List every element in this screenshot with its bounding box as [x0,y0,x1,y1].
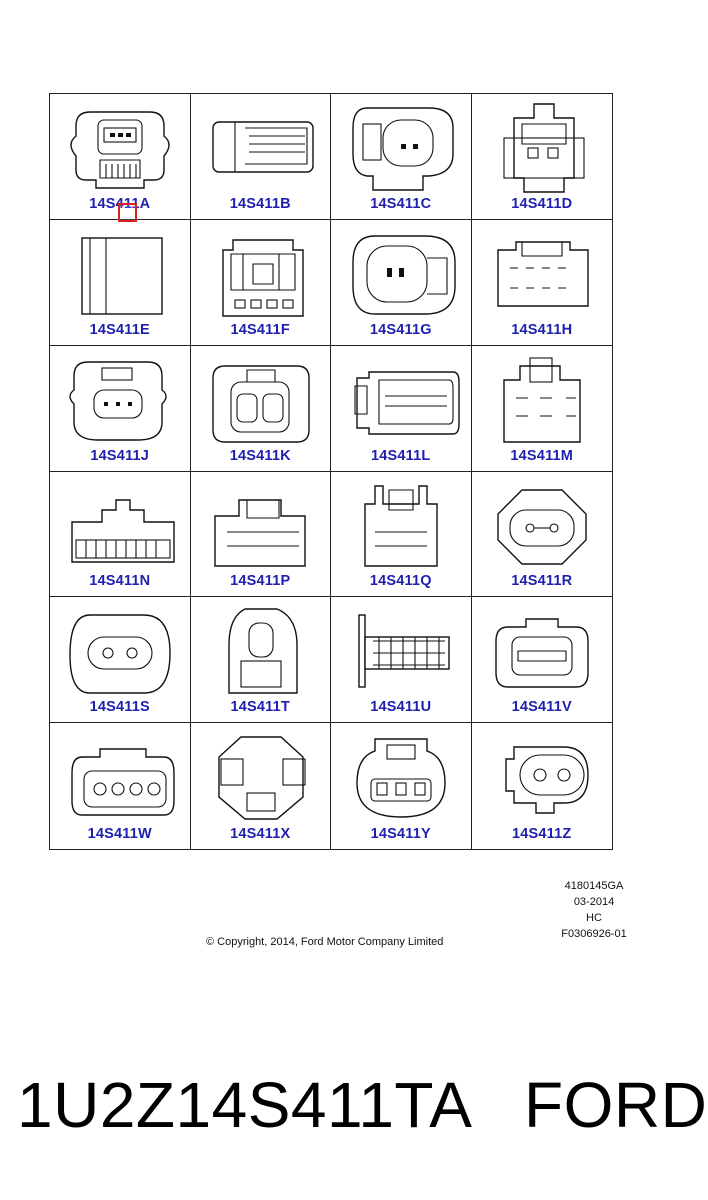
reference-date: 03-2014 [573,896,615,908]
connector-cell: 14S411Y [331,723,472,849]
connector-label: 14S411U [370,699,432,716]
connector-v-icon [494,618,589,689]
connector-label: 14S411H [511,321,573,338]
copyright-notice: © Copyright, 2014, Ford Motor Company Li… [206,936,444,948]
connector-b-icon [211,121,314,173]
reference-figure: F0306926-01 [561,928,627,940]
connector-label: 14S411M [510,447,574,464]
connector-r-icon [496,488,587,565]
connector-f-icon [221,239,304,317]
connector-cell: 14S411W [50,723,191,849]
connector-label: 14S411Z [512,826,572,842]
connector-label: 14S411T [230,699,290,716]
connector-cell: 14S411H [471,220,612,346]
reference-block: 4180145GA 03-2014 HC F0306926-01 [548,878,640,942]
connector-cell: 14S411S [50,597,191,724]
connector-label: 14S411F [230,321,290,338]
connector-label: 14S411P [230,573,291,590]
connector-cell: 14S411U [331,597,472,724]
connector-cell: 14S411X [191,723,331,849]
connector-z-icon [504,746,589,814]
connector-label: 14S411X [230,826,291,842]
connector-h-icon [496,241,589,307]
connector-label: 14S411W [87,826,152,842]
connector-cell: 14S411B [190,94,331,220]
connector-cell: 14S411N [50,471,191,598]
connector-cell: 14S411F [190,219,331,346]
connector-cell: 14S411Z [472,723,613,849]
connector-label: 14S411L [371,447,431,464]
connector-grid: 14S411A 14S411B 14S411C 14S411D 14S411E 14S41… [49,93,613,850]
connector-label: 14S411Y [370,826,431,842]
connector-cell: 14S411J [50,345,191,472]
connector-w-icon [71,748,175,816]
connector-k-icon [211,364,310,443]
connector-d-icon [502,103,585,193]
connector-label: 14S411S [89,699,150,716]
connector-cell: 14S411E [50,219,191,346]
connector-label: 14S411R [511,573,573,590]
connector-x-icon [217,736,306,820]
connector-q-icon [364,484,438,567]
connector-l-icon [354,370,460,435]
connector-cell: 14S411K [190,345,331,472]
connector-cell: 14S411D [471,94,612,220]
connector-j-icon [69,360,167,441]
connector-cell: 14S411L [331,345,472,472]
connector-c-icon [352,107,454,191]
connector-label: 14S411N [89,573,151,590]
connector-label: 14S411V [511,699,572,716]
connector-u-icon [358,614,450,689]
connector-m-icon [502,357,581,443]
connector-label: 14S411B [229,195,291,212]
connector-cell: 14S411P [190,471,331,598]
connector-label: 14S411C [370,195,432,212]
connector-cell: 14S411G [331,219,472,346]
brand-name: FORD [524,1069,708,1141]
connector-y-icon [356,738,446,818]
connector-cell: 14S411V [471,597,612,724]
connector-cell: 14S411A [50,94,191,220]
connector-cell: 14S411Q [331,471,472,598]
connector-cell: 14S411M [471,346,612,472]
connector-label: 14S411D [511,195,573,212]
connector-cell: 14S411C [331,94,472,220]
connector-label: 14S411G [369,321,432,338]
connector-n-icon [71,498,175,563]
connector-label: 14S411K [229,447,291,464]
connector-s-icon [69,614,171,695]
connector-p-icon [213,498,306,567]
connector-label: 14S411E [89,321,150,338]
connector-cell: 14S411T [190,597,331,724]
selection-highlight [118,203,137,222]
connector-cell: 14S411R [471,472,612,598]
connector-e-icon [81,237,163,315]
connector-label: 14S411Q [369,573,432,590]
connector-a-icon [70,111,170,189]
reference-initials: HC [586,912,602,924]
part-number: 1U2Z14S411TA [17,1069,473,1141]
connector-t-icon [227,608,298,695]
connector-label: 14S411J [90,447,150,464]
reference-code: 4180145GA [564,880,624,892]
connector-g-icon [352,235,456,315]
